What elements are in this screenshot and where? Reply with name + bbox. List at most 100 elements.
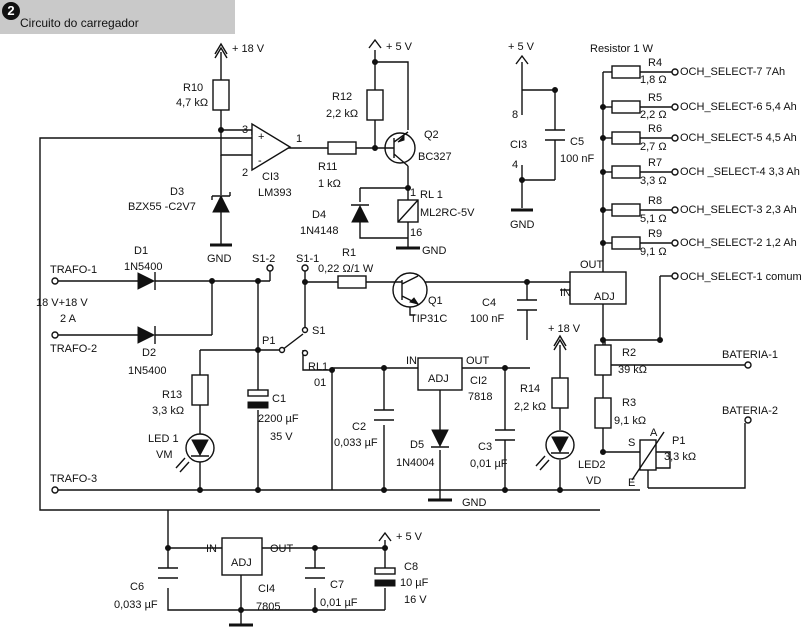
resistor-r10	[212, 79, 230, 111]
led-2	[535, 430, 575, 471]
label-r5: R5	[648, 92, 662, 104]
label-r14-val: 2,2 kΩ	[514, 401, 546, 413]
label-pin3: 3	[242, 124, 248, 136]
led-1	[175, 433, 215, 473]
capacitor-c6	[158, 567, 178, 579]
label-r7: R7	[648, 157, 662, 169]
resistor-r1	[337, 275, 367, 289]
label-ci2: CI2	[470, 375, 487, 387]
resistor-r9	[611, 236, 641, 250]
label-spec2: 2 A	[60, 313, 77, 325]
resistor-r3	[594, 397, 612, 429]
label-r10: R10	[183, 82, 203, 94]
label-spec1: 18 V+18 V	[36, 297, 88, 309]
supply-arrow-5v-bottom	[378, 531, 392, 542]
resistor-r8	[611, 203, 641, 217]
supply-arrow-18v-top	[214, 42, 228, 59]
label-bzx: BZX55 -C2V7	[128, 201, 196, 213]
label-ci4: CI4	[258, 583, 275, 595]
transistor-q2	[384, 131, 416, 167]
label-c6-val: 0,033 µF	[114, 599, 158, 611]
label-q2: Q2	[424, 129, 439, 141]
label-ml2rc: ML2RC-5V	[420, 207, 475, 219]
comparator-ci3: +-	[251, 122, 292, 172]
label-d2: D2	[142, 347, 156, 359]
resistor-r2	[594, 344, 612, 376]
label-vm: VM	[156, 449, 173, 461]
diode-d1	[137, 272, 156, 290]
label-rl-pin1: 1	[410, 187, 416, 199]
label-led1: LED 1	[148, 433, 179, 445]
label-adj-ci4: ADJ	[231, 557, 252, 569]
label-trafo1: TRAFO-1	[50, 264, 97, 276]
label-d3: D3	[170, 186, 184, 198]
label-ch5: OCH_SELECT-5 4,5 Ah	[680, 132, 797, 144]
label-r3: R3	[622, 397, 636, 409]
labels: + 18 V R10 4,7 kΩ 3 2 1 CI3 LM393 D3 BZX…	[36, 41, 801, 613]
label-r9-val: 9,1 Ω	[640, 246, 667, 258]
label-p1-switch: P1	[262, 335, 275, 347]
label-in-ci4: IN	[206, 543, 217, 555]
label-c7-val: 0,01 µF	[320, 597, 358, 609]
label-r1-val: 0,22 Ω/1 W	[318, 263, 374, 275]
label-vd: VD	[586, 475, 601, 487]
label-lm393: LM393	[258, 187, 292, 199]
label-out-top: OUT	[580, 259, 604, 271]
capacitor-c7	[305, 567, 325, 579]
label-r6-val: 2,7 Ω	[640, 141, 667, 153]
label-c1: C1	[272, 393, 286, 405]
svg-text:+: +	[258, 131, 264, 143]
label-c5-val: 100 nF	[560, 153, 595, 165]
label-gnd1: GND	[207, 253, 232, 265]
label-v5-bottom: + 5 V	[396, 531, 423, 543]
label-s1: S1	[312, 325, 325, 337]
label-r8-val: 5,1 Ω	[640, 213, 667, 225]
label-ci3: CI3	[262, 171, 279, 183]
label-ch3: OCH_SELECT-3 2,3 Ah	[680, 204, 797, 216]
label-1n5400a: 1N5400	[124, 261, 163, 273]
potentiometer-p1	[631, 431, 665, 481]
label-c1-val: 2200 µF	[258, 413, 299, 425]
label-d1: D1	[134, 245, 148, 257]
label-pin1: 1	[296, 133, 302, 145]
capacitor-c3	[495, 429, 515, 441]
label-adj-ci2: ADJ	[428, 373, 449, 385]
label-ch4: OCH _SELECT-4 3,3 Ah	[680, 166, 800, 178]
label-r6: R6	[648, 123, 662, 135]
label-r13-val: 3,3 kΩ	[152, 405, 184, 417]
diode-d5	[431, 429, 449, 448]
header-bar: 2 Circuito do carregador	[0, 0, 235, 34]
label-r11: R11	[318, 161, 337, 173]
label-pin4: 4	[512, 159, 518, 171]
label-ch1: OCH_SELECT-1 comum	[680, 271, 801, 283]
label-d5: D5	[410, 439, 424, 451]
resistor-r7	[611, 165, 641, 179]
label-e-pot: E	[628, 477, 635, 489]
label-1n5400b: 1N5400	[128, 365, 167, 377]
label-ch6: OCH_SELECT-6 5,4 Ah	[680, 101, 797, 113]
resistor-r5	[611, 100, 641, 114]
label-r13: R13	[162, 389, 182, 401]
supply-arrow-18v-right	[553, 334, 567, 351]
label-rl1: RL 1	[420, 189, 443, 201]
label-1n4004: 1N4004	[396, 457, 435, 469]
regulator-ci2	[417, 357, 463, 391]
label-rl-pin16: 16	[410, 227, 422, 239]
label-r12: R12	[332, 91, 352, 103]
label-out-ci2: OUT	[466, 355, 490, 367]
label-v18-right: + 18 V	[548, 323, 581, 335]
label-r4-val: 1,8 Ω	[640, 74, 667, 86]
ground-symbols	[210, 208, 533, 627]
regulator-adj-top	[560, 271, 627, 305]
label-bateria1: BATERIA-1	[722, 349, 778, 361]
label-in-ci2: IN	[406, 355, 417, 367]
capacitor-c8	[374, 567, 396, 587]
label-led2: LED2	[578, 459, 606, 471]
label-c2-val: 0,033 µF	[334, 437, 378, 449]
transistor-q1	[392, 272, 428, 308]
label-trafo2: TRAFO-2	[50, 343, 97, 355]
label-c8-v: 16 V	[404, 594, 427, 606]
junction-dots	[165, 59, 663, 613]
figure-number-badge: 2	[2, 2, 20, 20]
